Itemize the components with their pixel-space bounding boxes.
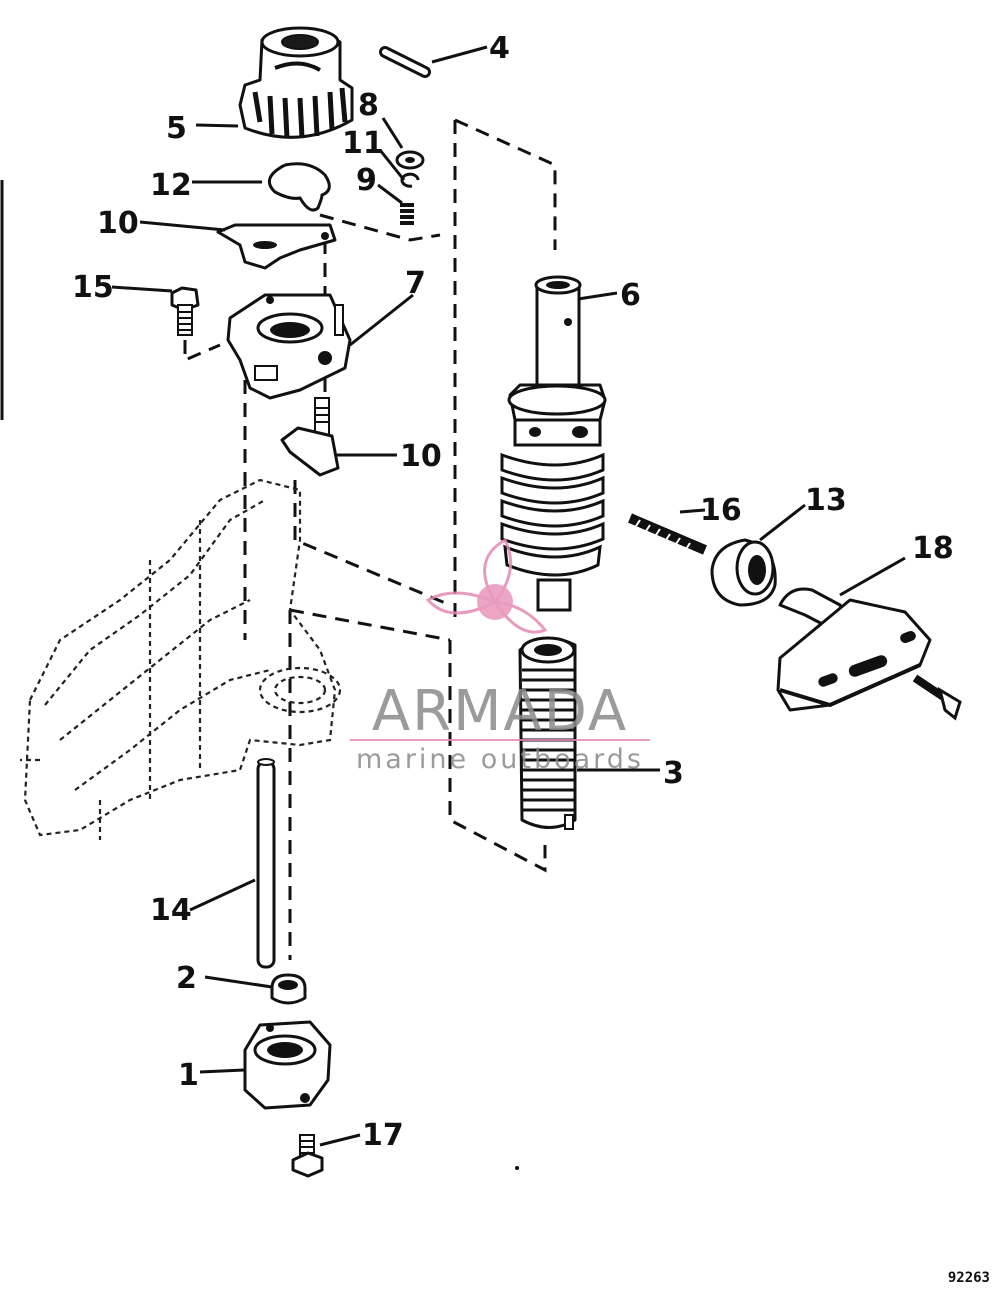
assembly-guide-lines xyxy=(183,118,557,960)
part-14-rod xyxy=(256,758,276,969)
part-10-lever-plate xyxy=(216,223,337,270)
callout-2: 2 xyxy=(176,961,197,996)
callout-5: 5 xyxy=(166,111,187,146)
part-7-base-plate xyxy=(226,293,352,400)
part-12-retaining-ring xyxy=(267,162,331,212)
watermark-brand: ARMADA xyxy=(372,679,628,744)
callout-4: 4 xyxy=(489,31,510,66)
part-8-washer xyxy=(395,150,425,170)
part-13-bushing xyxy=(710,538,777,607)
callout-16: 16 xyxy=(700,493,742,528)
part-17-screw xyxy=(291,1134,324,1178)
armada-watermark: ARMADA marine outboards xyxy=(350,537,650,775)
part-15-screw xyxy=(170,286,200,336)
callout-8: 8 xyxy=(358,88,379,123)
propeller-logo xyxy=(425,537,548,634)
part-9-spring xyxy=(400,203,414,225)
callout-6: 6 xyxy=(620,278,641,313)
callout-1: 1 xyxy=(178,1058,199,1093)
callout-18: 18 xyxy=(912,531,954,566)
part-4-pin xyxy=(379,46,431,78)
part-3-rewind-spring xyxy=(518,636,577,830)
rope-end-knot xyxy=(912,674,962,721)
callout-10-lower: 10 xyxy=(400,439,442,474)
part-16-starter-rope xyxy=(628,513,707,555)
part-1-lower-housing xyxy=(243,1020,332,1110)
part-10-cam xyxy=(280,397,340,477)
callout-3: 3 xyxy=(663,756,684,791)
callout-14: 14 xyxy=(150,893,192,928)
part-2-bushing xyxy=(270,973,307,1005)
watermark-tagline: marine outboards xyxy=(356,744,644,775)
mounting-bracket-ghost xyxy=(20,478,342,840)
callout-9: 9 xyxy=(356,163,377,198)
callout-13: 13 xyxy=(805,483,847,518)
part-11-clip xyxy=(400,172,420,188)
callout-7: 7 xyxy=(405,266,426,301)
part-6-pulley-shaft xyxy=(500,275,607,612)
leader-lines xyxy=(111,45,906,1147)
stray-dot xyxy=(515,1166,519,1170)
figure-number: 92263 xyxy=(948,1270,990,1286)
callout-labels: 4 5 8 11 9 12 10 15 7 6 10 16 13 18 3 14… xyxy=(72,31,954,1153)
part-5-gear xyxy=(238,26,354,139)
callout-11: 11 xyxy=(342,126,384,161)
callout-10-upper: 10 xyxy=(97,206,139,241)
callout-17: 17 xyxy=(362,1118,404,1153)
callout-15: 15 xyxy=(72,270,114,305)
part-18-starter-handle xyxy=(776,587,932,712)
callout-12: 12 xyxy=(150,168,192,203)
